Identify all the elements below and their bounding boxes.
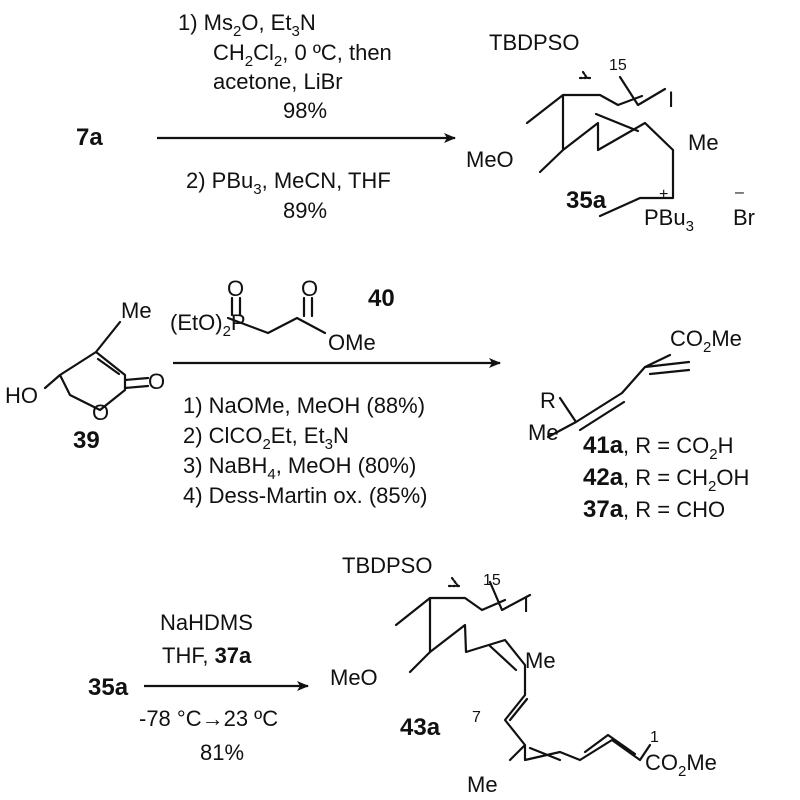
- step-3-conditions-bottom: -78 °C→23 ºC 81%: [139, 706, 278, 765]
- r-group-label: R: [540, 388, 556, 413]
- stereo-dash-43a: [447, 576, 463, 588]
- step-2-conditions: 1) NaOMe, MeOH (88%) 2) ClCO2Et, Et3N 3)…: [183, 393, 428, 508]
- structure-39: Me HO O O 39: [5, 298, 165, 454]
- ester-label: CO: [645, 750, 678, 775]
- compound-40-label: 40: [368, 285, 395, 312]
- plus-charge: +: [659, 186, 668, 203]
- structure-35a: TBDPSO 15 I MeO Me + PBu3 – Br 35a: [466, 30, 755, 235]
- entry-37a: 37a, R = CHO: [583, 496, 725, 523]
- ring-oxygen-label: O: [92, 400, 109, 425]
- compound-7a-label: 7a: [76, 124, 103, 151]
- step-3: 35a NaHDMS THF, 37a -78 °C→23 ºC 81% TBD…: [88, 553, 717, 797]
- tbdpso-label: TBDPSO: [342, 553, 432, 578]
- step-1-conditions-top: 1) Ms2O, Et3N CH2Cl2, 0 ºC, then acetone…: [178, 10, 392, 123]
- step-1: 7a 1) Ms2O, Et3N CH2Cl2, 0 ºC, then acet…: [76, 10, 755, 235]
- methyl-bottom-label: Me: [467, 772, 498, 797]
- compound-43a-label: 43a: [400, 714, 441, 741]
- structure-43a: TBDPSO 15 I MeO Me 7 43a Me 1 CO2Me: [330, 553, 717, 797]
- carbon-15-label: 15: [609, 57, 627, 74]
- step-1-conditions-bottom: 2) PBu3, MeCN, THF 89%: [186, 168, 391, 223]
- svg-text:(EtO)2P: (EtO)2P: [170, 310, 246, 340]
- methoxy-label: MeO: [330, 665, 378, 690]
- svg-text:1) NaOMe, MeOH (88%): 1) NaOMe, MeOH (88%): [183, 393, 425, 418]
- carbon-7-label: 7: [472, 709, 481, 726]
- stereo-dash-top: [578, 70, 592, 80]
- compound-35a-label: 35a: [566, 187, 607, 214]
- methyl-label: Me: [688, 130, 719, 155]
- entry-42a: 42a, R = CH2OH: [583, 464, 749, 495]
- hydroxy-label: HO: [5, 383, 38, 408]
- svg-text:CH2Cl2, 0 ºC, then: CH2Cl2, 0 ºC, then: [213, 40, 392, 70]
- methyl-top-label: Me: [525, 648, 556, 673]
- skeleton-43a: [394, 580, 652, 762]
- entry-41a: 41a, R = CO2H: [583, 432, 733, 463]
- svg-text:81%: 81%: [200, 740, 244, 765]
- svg-text:3) NaBH4, MeOH (80%): 3) NaBH4, MeOH (80%): [183, 453, 416, 483]
- skeleton-40: [226, 296, 327, 335]
- tributylphosphonium-label: PBu: [644, 205, 686, 230]
- svg-text:CO2Me: CO2Me: [645, 750, 717, 780]
- structure-41a-42a-37a: CO2Me R Me: [528, 326, 742, 445]
- step-2: Me HO O O 39 (EtO)2P O O OMe 40 1) NaOMe…: [5, 276, 749, 523]
- bromide-label: Br: [733, 205, 755, 230]
- tbdpso-label: TBDPSO: [489, 30, 579, 55]
- compound-39-label: 39: [73, 427, 100, 454]
- iodine-label: I: [523, 592, 529, 617]
- svg-text:4) Dess-Martin ox. (85%): 4) Dess-Martin ox. (85%): [183, 483, 428, 508]
- skeleton-41a: [546, 353, 691, 439]
- svg-text:PBu3: PBu3: [644, 205, 694, 235]
- carbonyl-oxygen-label: O: [148, 369, 165, 394]
- skeleton-35a: [525, 75, 675, 218]
- svg-text:2) ClCO2Et, Et3N: 2) ClCO2Et, Et3N: [183, 423, 349, 453]
- svg-text:-78 °C→23 ºC: -78 °C→23 ºC: [139, 706, 278, 731]
- svg-text:98%: 98%: [283, 98, 327, 123]
- svg-text:acetone, LiBr: acetone, LiBr: [213, 69, 343, 94]
- methyl-label: Me: [121, 298, 152, 323]
- ester-carbonyl-oxygen-label: O: [301, 276, 318, 301]
- methoxy-label: OMe: [328, 330, 376, 355]
- methyl-label: Me: [528, 420, 559, 445]
- svg-text:CO2Me: CO2Me: [670, 326, 742, 356]
- compound-35a-label-step3: 35a: [88, 674, 129, 701]
- carbon-15-label: 15: [483, 572, 501, 589]
- minus-charge: –: [735, 184, 744, 201]
- ester-label: CO: [670, 326, 703, 351]
- svg-text:1) Ms2O, Et3N: 1) Ms2O, Et3N: [178, 10, 316, 40]
- step-3-conditions-top: NaHDMS THF, 37a: [160, 610, 253, 668]
- methoxy-label: MeO: [466, 147, 514, 172]
- skeleton-39: [43, 320, 150, 412]
- carbon-1-label: 1: [650, 729, 659, 746]
- svg-text:NaHDMS: NaHDMS: [160, 610, 253, 635]
- svg-text:THF, 37a: THF, 37a: [162, 643, 252, 668]
- svg-text:2) PBu3, MeCN, THF: 2) PBu3, MeCN, THF: [186, 168, 391, 198]
- compound-series-legend: 41a, R = CO2H 42a, R = CH2OH 37a, R = CH…: [583, 432, 749, 523]
- phosphoryl-oxygen-label: O: [227, 276, 244, 301]
- diethoxy-label: (EtO): [170, 310, 223, 335]
- iodine-label: I: [668, 87, 674, 112]
- svg-text:89%: 89%: [283, 198, 327, 223]
- structure-40: (EtO)2P O O OMe 40: [170, 276, 395, 355]
